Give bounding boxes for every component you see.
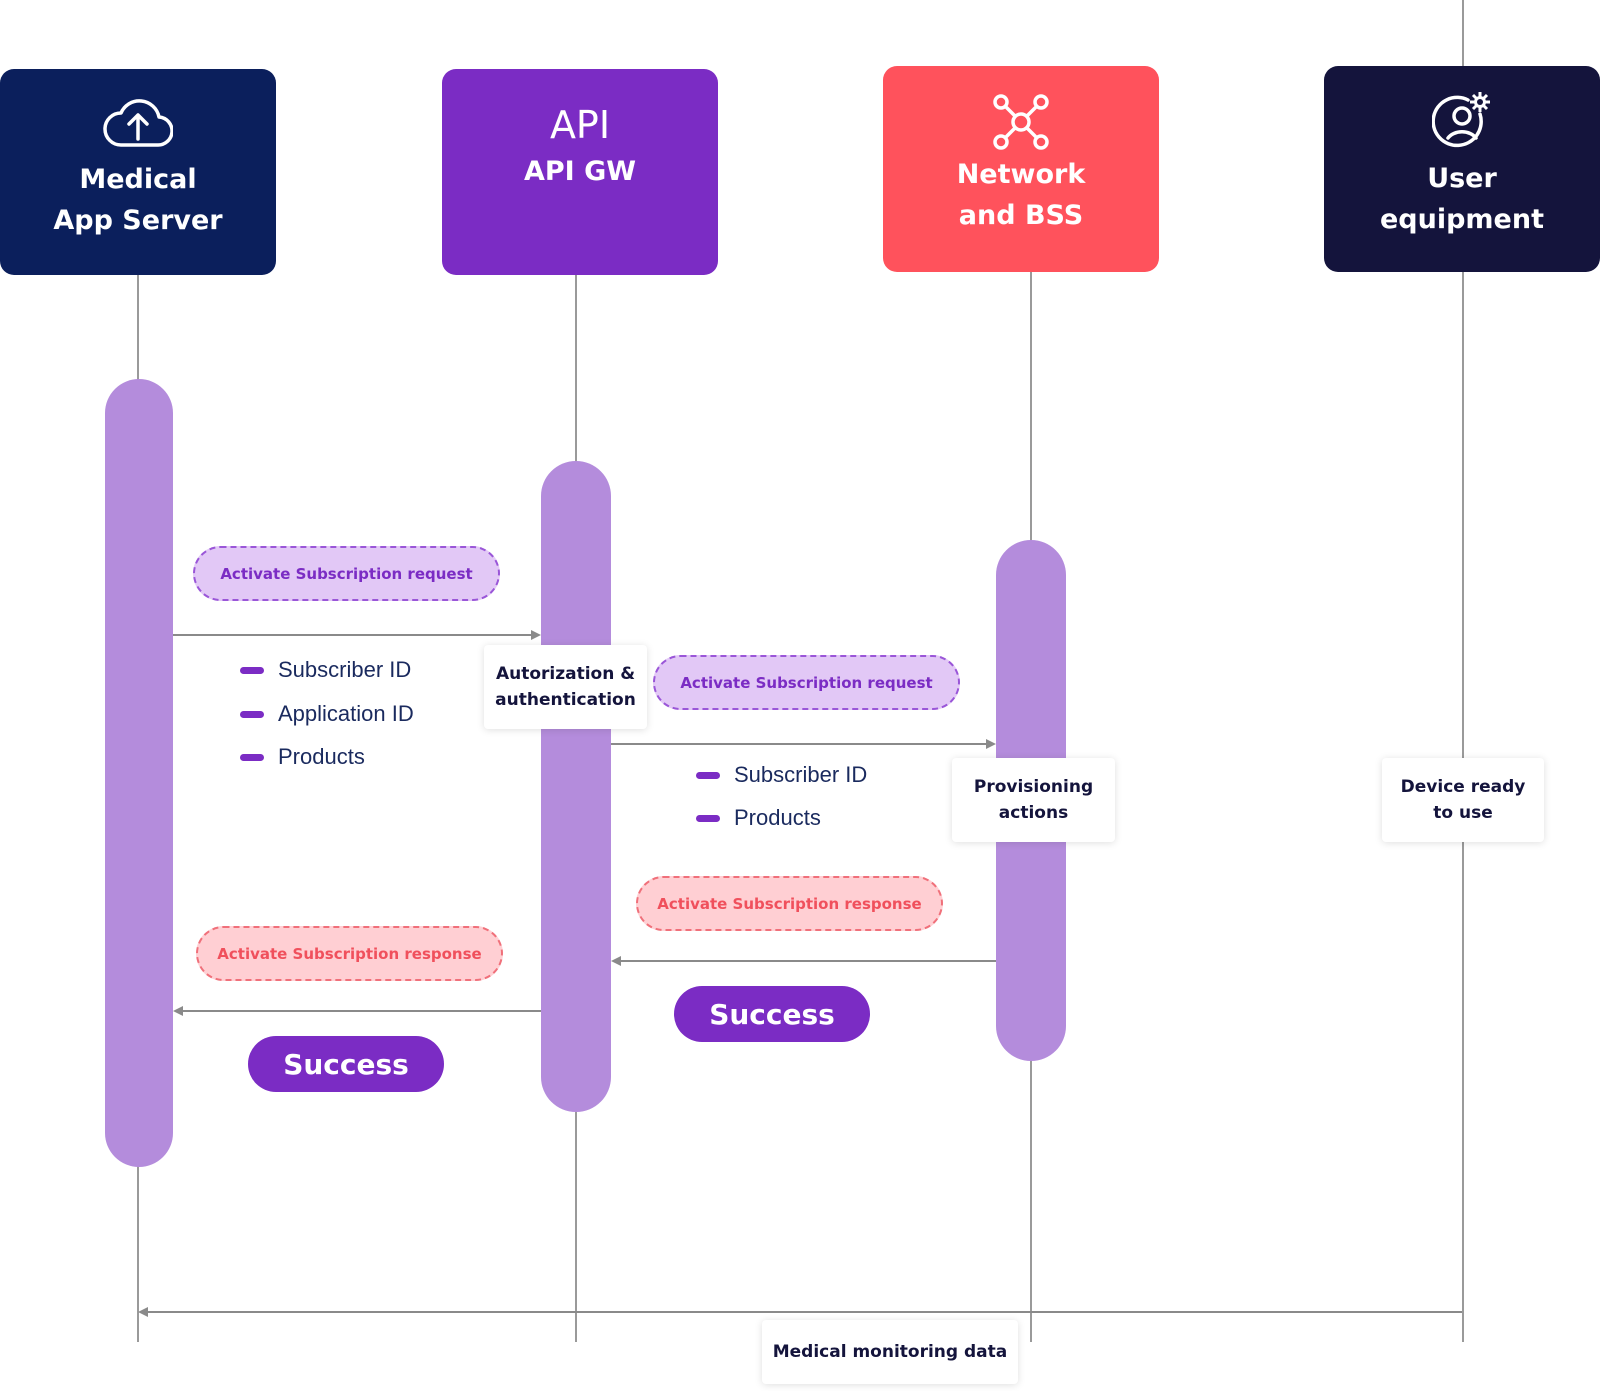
activation-api: [541, 461, 611, 1112]
request-label-1: Activate Subscription request: [193, 546, 500, 601]
actor-user-equipment: User equipment: [1324, 66, 1600, 272]
actor-network-bss: Network and BSS: [883, 66, 1159, 272]
bullet-label: Subscriber ID: [734, 762, 868, 787]
bullet-label: Subscriber ID: [278, 657, 412, 682]
note-line: authentication: [495, 690, 636, 710]
response-label-1: Activate Subscription response: [196, 926, 503, 981]
bullet-item: Application ID: [240, 701, 414, 727]
actor-title-line1: Network: [956, 159, 1086, 190]
success-badge-1: Success: [248, 1036, 444, 1092]
user-settings-icon: [1432, 92, 1490, 148]
bullet-label: Products: [278, 744, 365, 769]
cloud-upload-icon: [103, 99, 173, 147]
note-authorization: Autorization & authentication: [484, 645, 647, 729]
bullet-dash: [240, 710, 264, 718]
bullet-item: Subscriber ID: [240, 657, 411, 683]
lifeline-user: [1462, 0, 1464, 1342]
bullet-item: Products: [696, 805, 821, 831]
bullet-dash: [240, 666, 264, 674]
note-line: actions: [998, 803, 1069, 823]
note-line: Autorization &: [495, 664, 636, 684]
actor-api-gw: API API GW: [442, 69, 718, 275]
actor-title-line2: API GW: [523, 156, 637, 187]
network-nodes-icon: [993, 94, 1049, 150]
actor-title-line2: App Server: [53, 205, 223, 236]
bullet-item: Subscriber ID: [696, 762, 867, 788]
bullet-dash: [696, 771, 720, 779]
activation-medical: [105, 379, 173, 1167]
bullet-label: Products: [734, 805, 821, 830]
bullet-label: Application ID: [278, 701, 414, 726]
bullet-dash: [240, 753, 264, 761]
note-line: Device ready: [1400, 777, 1526, 797]
api-wordmark: API: [549, 103, 611, 147]
bullet-item: Products: [240, 744, 365, 770]
note-provisioning: Provisioning actions: [952, 758, 1115, 842]
actor-title-line1: User: [1427, 163, 1497, 194]
note-line: to use: [1433, 803, 1493, 823]
actor-title-line2: and BSS: [958, 200, 1084, 231]
note-device-ready: Device ready to use: [1382, 758, 1544, 842]
success-badge-2: Success: [674, 986, 870, 1042]
actor-medical-app-server: Medical App Server: [0, 69, 276, 275]
response-label-2: Activate Subscription response: [636, 876, 943, 931]
actor-title-line2: equipment: [1379, 204, 1545, 235]
note-line: Medical monitoring data: [772, 1342, 1008, 1362]
note-line: Provisioning: [973, 777, 1094, 797]
note-medical-monitoring: Medical monitoring data: [762, 1320, 1018, 1384]
actor-title-line1: Medical: [79, 164, 197, 195]
bullet-dash: [696, 814, 720, 822]
request-label-2: Activate Subscription request: [653, 655, 960, 710]
